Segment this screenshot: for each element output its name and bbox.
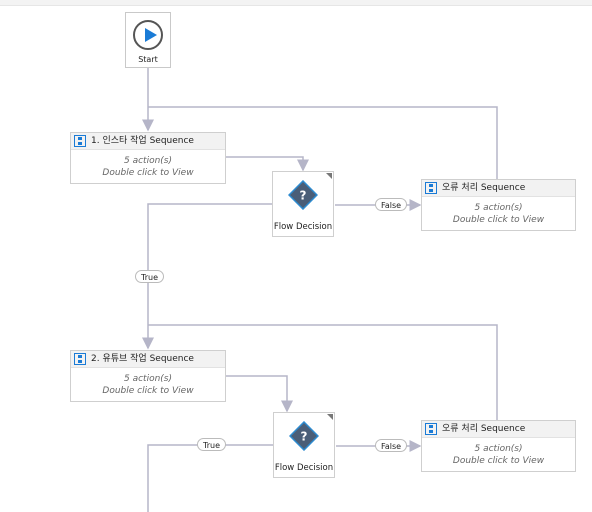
sequence-header: 오류 처리 Sequence (422, 421, 575, 438)
connector-dec2-true (147, 444, 273, 512)
sequence-icon (74, 135, 86, 147)
sequence-icon (74, 353, 86, 365)
flow-decision-node-2[interactable]: ? Flow Decision (273, 412, 335, 478)
expand-corner-icon (327, 414, 333, 420)
svg-text:?: ? (301, 430, 308, 444)
connector-dec1-true (142, 203, 272, 350)
sequence-icon (425, 182, 437, 194)
sequence-action-count: 5 action(s) (123, 156, 172, 166)
sequence-node-error-2[interactable]: 오류 처리 Sequence 5 action(s) Double click … (421, 420, 576, 472)
true-branch-label: True (135, 270, 164, 283)
false-branch-label: False (375, 198, 408, 211)
sequence-body: 5 action(s) Double click to View (422, 197, 575, 226)
sequence-action-count: 5 action(s) (123, 374, 172, 384)
sequence-view-hint: Double click to View (102, 386, 194, 396)
start-play-icon (133, 20, 163, 50)
sequence-action-count: 5 action(s) (474, 444, 523, 454)
sequence-title: 1. 인스타 작업 Sequence (91, 136, 194, 146)
sequence-view-hint: Double click to View (452, 215, 545, 225)
sequence-node-error-1[interactable]: 오류 처리 Sequence 5 action(s) Double click … (421, 179, 576, 231)
sequence-title: 오류 처리 Sequence (442, 424, 526, 434)
sequence-node-1[interactable]: 1. 인스타 작업 Sequence 5 action(s) Double cl… (70, 132, 226, 184)
sequence-view-hint: Double click to View (452, 456, 545, 466)
sequence-action-count: 5 action(s) (474, 203, 523, 213)
start-node[interactable]: Start (125, 12, 171, 68)
sequence-body: 5 action(s) Double click to View (71, 368, 225, 397)
expand-corner-icon (326, 173, 332, 179)
true-branch-label: True (197, 438, 226, 451)
svg-text:?: ? (300, 189, 307, 203)
start-label: Start (138, 55, 158, 64)
sequence-header: 2. 유튜브 작업 Sequence (71, 351, 225, 368)
sequence-body: 5 action(s) Double click to View (71, 150, 225, 179)
connector-error1-loop (148, 106, 498, 180)
sequence-icon (425, 423, 437, 435)
flow-decision-node-1[interactable]: ? Flow Decision (272, 171, 334, 237)
false-branch-label: False (375, 439, 408, 452)
sequence-title: 오류 처리 Sequence (442, 183, 526, 193)
flow-decision-label: Flow Decision (273, 222, 333, 232)
sequence-title: 2. 유튜브 작업 Sequence (91, 354, 194, 364)
connector-seq1-dec1 (226, 156, 309, 172)
connector-seq2-dec2 (226, 375, 293, 413)
sequence-header: 오류 처리 Sequence (422, 180, 575, 197)
sequence-view-hint: Double click to View (102, 168, 194, 178)
sequence-body: 5 action(s) Double click to View (422, 438, 575, 467)
flow-decision-label: Flow Decision (274, 463, 334, 473)
sequence-node-2[interactable]: 2. 유튜브 작업 Sequence 5 action(s) Double cl… (70, 350, 226, 402)
connector-error2-loop (148, 324, 498, 420)
canvas-top-edge (0, 0, 592, 6)
sequence-header: 1. 인스타 작업 Sequence (71, 133, 225, 150)
flow-decision-icon: ? (288, 180, 318, 210)
flow-decision-icon: ? (289, 421, 319, 451)
